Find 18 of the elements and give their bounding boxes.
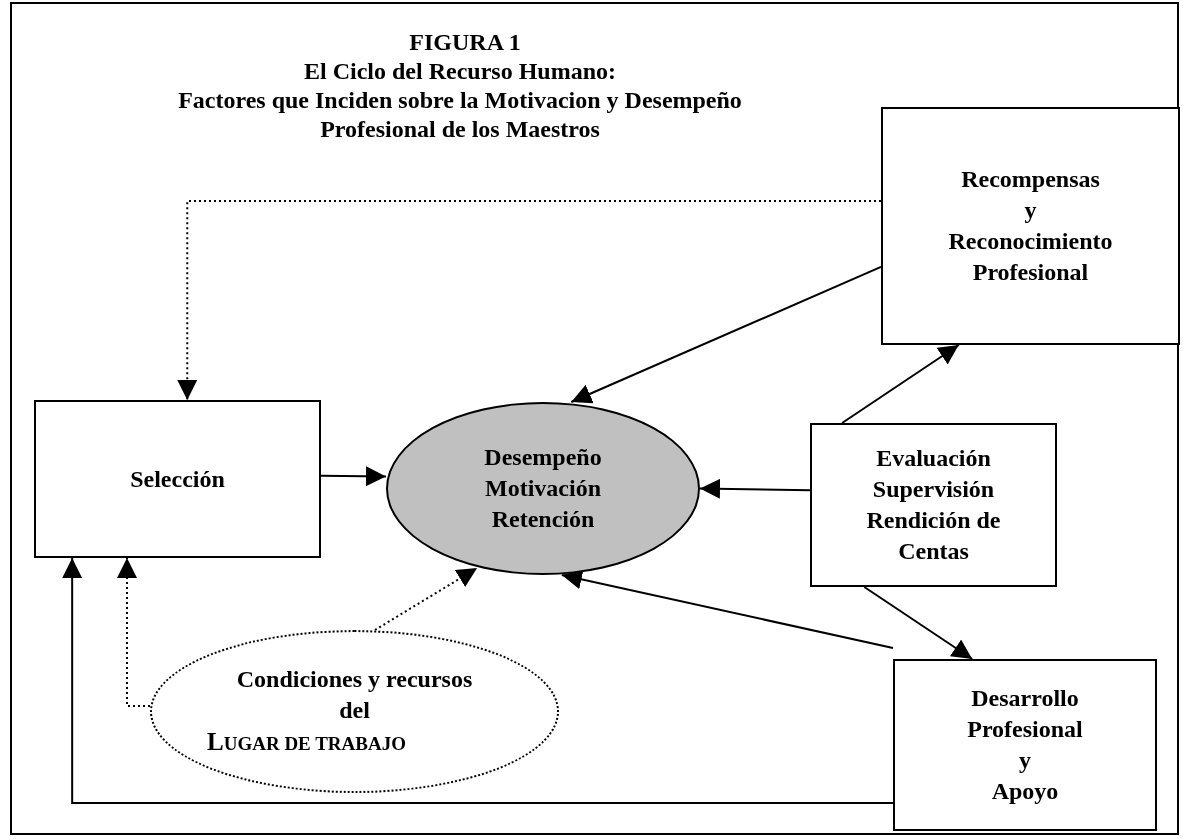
diagram-title: FIGURA 1 — [408, 28, 522, 57]
arrow — [177, 200, 882, 401]
arrow — [62, 557, 894, 804]
process-box: Evaluación Supervisión Rendición de Centas — [810, 423, 1057, 587]
arrow — [570, 265, 882, 404]
arrow — [841, 344, 960, 424]
arrow — [320, 466, 387, 487]
process-box: Desarrollo Profesional y Apoyo — [893, 659, 1157, 831]
ellipse-node: Desempeño Motivación Retención — [386, 402, 700, 575]
subtitle: El Ciclo del Recurso Humano: — [303, 57, 617, 86]
arrow — [373, 567, 479, 631]
arrow — [699, 478, 811, 499]
subtitle: Factores que Inciden sobre la Motivacion y Desempeño Profesional de los Maestros — [177, 86, 743, 144]
arrow — [863, 586, 974, 660]
arrow — [117, 557, 151, 707]
process-box: Recompensas y Reconocimiento Profesional — [881, 107, 1180, 345]
process-box: Selección — [34, 400, 321, 558]
ellipse-node: Condiciones y recursos del LUGAR DE TRABAJO — [150, 630, 559, 793]
